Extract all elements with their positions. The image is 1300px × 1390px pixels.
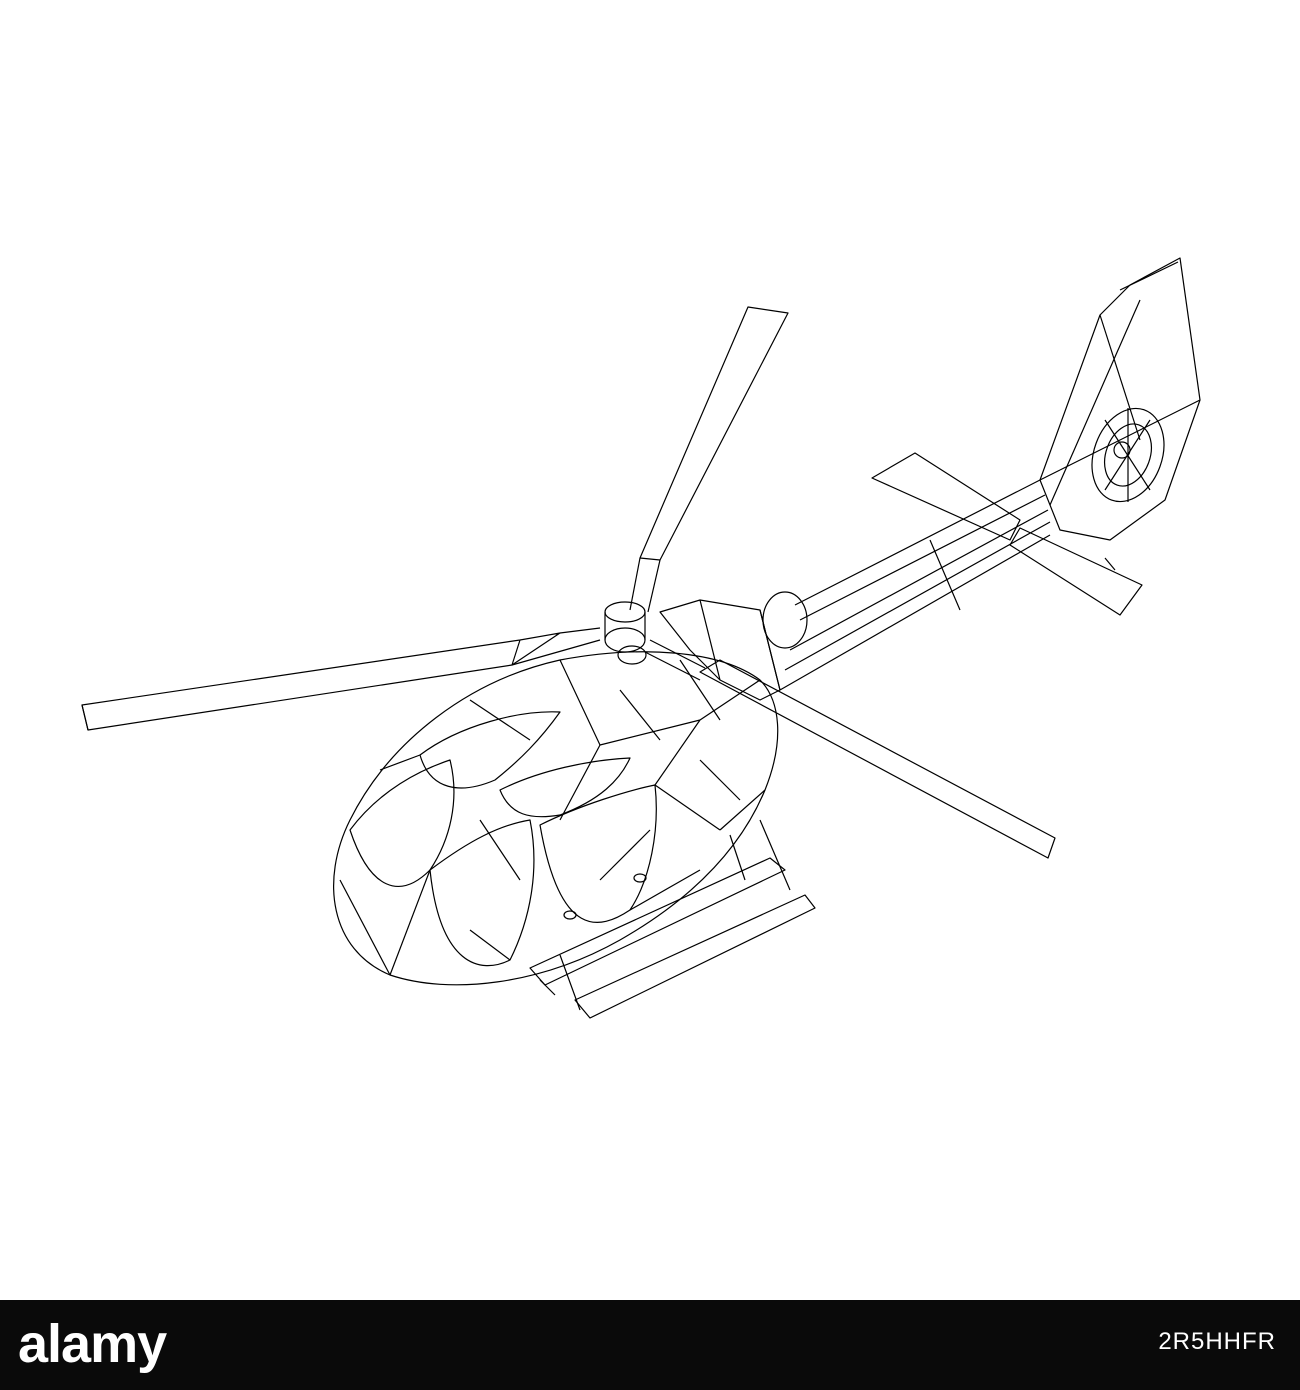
tail-fin xyxy=(1039,257,1201,541)
fuselage xyxy=(333,651,779,986)
horizontal-stabilizer xyxy=(871,452,1143,616)
alamy-logo: alamy xyxy=(18,1314,167,1374)
rotor-blade-left xyxy=(81,627,601,731)
tail-boom xyxy=(779,469,1061,691)
image-id: 2R5HHFR xyxy=(1158,1328,1276,1355)
rotor-blade-right xyxy=(644,639,1056,859)
landing-skids xyxy=(529,819,816,1019)
helicopter-wireframe xyxy=(81,257,1201,1019)
rotor-blade-top xyxy=(629,306,789,613)
engine-cowling xyxy=(659,591,808,701)
watermark-footer: alamy 2R5HHFR xyxy=(0,1300,1300,1390)
helicopter-illustration xyxy=(81,257,1201,1019)
logo-text: alamy xyxy=(18,1314,167,1374)
rotor-hub xyxy=(604,601,647,665)
